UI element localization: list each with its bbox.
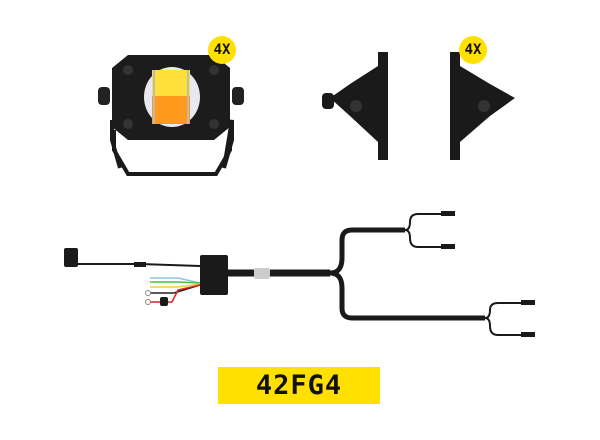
fog-light-image <box>98 55 244 176</box>
mounting-bracket-right-image <box>450 52 515 160</box>
model-label: 42FG4 <box>218 367 380 404</box>
mounting-bracket-left-image <box>322 52 388 160</box>
wiring-harness-image <box>64 211 535 337</box>
light-quantity-badge: 4X <box>208 36 236 64</box>
bracket-quantity-badge: 4X <box>459 36 487 64</box>
